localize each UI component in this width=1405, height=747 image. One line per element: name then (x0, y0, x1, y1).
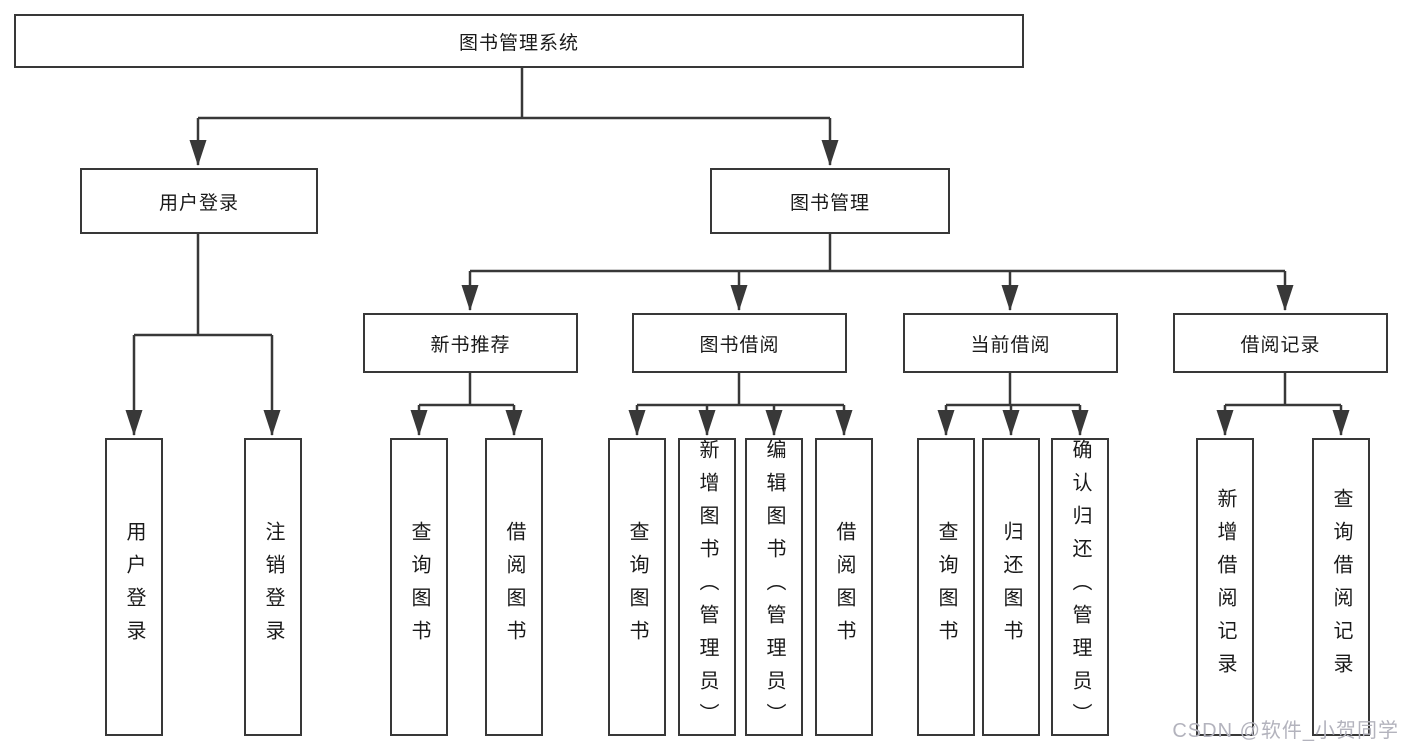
node-label: 编辑图书（管理员） (763, 438, 785, 736)
node-label: 图书管理系统 (458, 32, 579, 54)
leaf-query-books-borrow: 查询图书 (608, 438, 666, 736)
node-borrow-records: 借阅记录 (1173, 313, 1388, 373)
node-book-management: 图书管理 (710, 168, 950, 234)
leaf-return-book: 归还图书 (982, 438, 1040, 736)
node-label: 当前借阅 (970, 334, 1051, 356)
node-label: 新增图书（管理员） (696, 438, 718, 736)
leaf-logout: 注销登录 (244, 438, 302, 736)
node-user-login: 用户登录 (80, 168, 318, 234)
leaf-user-login: 用户登录 (105, 438, 163, 736)
node-label: 新增借阅记录 (1214, 488, 1236, 686)
leaf-query-books-recommend: 查询图书 (390, 438, 448, 736)
node-label: 查询借阅记录 (1330, 488, 1352, 686)
node-label: 图书借阅 (699, 334, 780, 356)
node-label: 归还图书 (1000, 521, 1022, 653)
node-label: 用户登录 (158, 192, 239, 214)
node-book-borrow: 图书借阅 (632, 313, 847, 373)
leaf-add-borrow-record: 新增借阅记录 (1196, 438, 1254, 736)
node-label: 借阅图书 (503, 521, 525, 653)
csdn-watermark: CSDN @软件_小贺同学 (1172, 720, 1399, 742)
node-label: 查询图书 (626, 521, 648, 653)
node-label: 查询图书 (408, 521, 430, 653)
node-library-management-system: 图书管理系统 (14, 14, 1024, 68)
leaf-query-books-current: 查询图书 (917, 438, 975, 736)
leaf-borrow-books: 借阅图书 (815, 438, 873, 736)
node-label: 新书推荐 (430, 334, 511, 356)
node-label: 借阅图书 (833, 521, 855, 653)
node-label: 借阅记录 (1240, 334, 1321, 356)
node-label: 用户登录 (123, 521, 145, 653)
leaf-add-book-admin: 新增图书（管理员） (678, 438, 736, 736)
node-label: 确认归还（管理员） (1069, 438, 1091, 736)
leaf-edit-book-admin: 编辑图书（管理员） (745, 438, 803, 736)
node-label: 查询图书 (935, 521, 957, 653)
leaf-borrow-books-recommend: 借阅图书 (485, 438, 543, 736)
node-label: 图书管理 (789, 192, 870, 214)
node-new-book-recommend: 新书推荐 (363, 313, 578, 373)
node-label: 注销登录 (262, 521, 284, 653)
leaf-query-borrow-record: 查询借阅记录 (1312, 438, 1370, 736)
leaf-confirm-return-admin: 确认归还（管理员） (1051, 438, 1109, 736)
node-current-borrow: 当前借阅 (903, 313, 1118, 373)
